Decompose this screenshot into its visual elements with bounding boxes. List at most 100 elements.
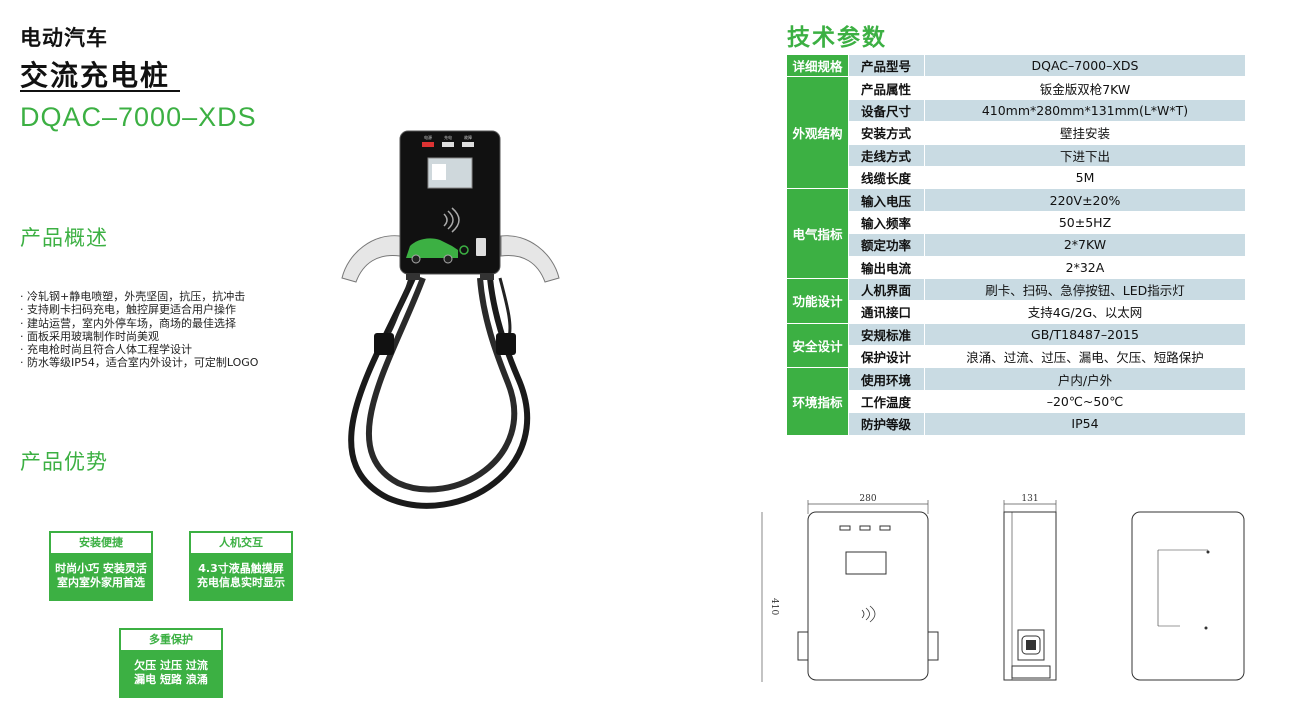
spec-value: 5M bbox=[924, 165, 1246, 190]
table-row: 安全设计 安规标准 GB/T18487–2015 bbox=[786, 322, 1246, 369]
advantage-line: 时尚小巧 安装灵活 bbox=[55, 562, 147, 575]
back-view-drawing bbox=[1131, 511, 1245, 681]
advantage-card-head: 安装便捷 bbox=[51, 533, 151, 553]
charging-gun-right bbox=[500, 235, 560, 283]
spec-value: –20℃~50℃ bbox=[924, 389, 1246, 414]
feature-item: 冷轧钢+静电喷塑，外壳坚固，抗压，抗冲击 bbox=[20, 290, 258, 303]
spec-label: 走线方式 bbox=[848, 143, 925, 167]
feature-item: 建站运营，室内外停车场，商场的最佳选择 bbox=[20, 317, 258, 330]
spec-heading: 技术参数 bbox=[787, 25, 887, 51]
table-row: 安装方式 壁挂安装 bbox=[787, 121, 1246, 145]
advantage-line: 欠压 过压 过流 bbox=[134, 659, 208, 672]
spec-label: 安装方式 bbox=[848, 121, 925, 145]
spec-label: 输入频率 bbox=[848, 210, 925, 235]
indicator-fault bbox=[462, 142, 474, 147]
spec-label: 工作温度 bbox=[848, 389, 925, 414]
qr-code-icon bbox=[432, 164, 446, 180]
spec-value: 2*32A bbox=[924, 255, 1246, 279]
table-row: 环境指标 使用环境 户内/户外 bbox=[786, 367, 1246, 436]
table-row: 额定功率 2*7KW bbox=[787, 233, 1246, 257]
spec-group: 外观结构 bbox=[786, 76, 849, 190]
product-title: 交流充电桩 bbox=[20, 59, 171, 92]
pump-icon bbox=[476, 238, 486, 256]
indicator-label: 故障 bbox=[464, 134, 472, 140]
charger-product-image: 电源 充电 故障 bbox=[341, 130, 560, 509]
dimension-drawings: 280 410 131 bbox=[761, 494, 1245, 682]
table-row: 通讯接口 支持4G/2G、以太网 bbox=[787, 300, 1246, 324]
table-row: 工作温度 –20℃~50℃ bbox=[787, 389, 1246, 414]
spec-value: 支持4G/2G、以太网 bbox=[924, 300, 1246, 324]
spec-label: 保护设计 bbox=[848, 345, 925, 369]
charger-body bbox=[399, 130, 501, 275]
spec-value: 户内/户外 bbox=[924, 367, 1246, 391]
table-row: 输出电流 2*32A bbox=[787, 255, 1246, 279]
table-row: 输入频率 50±5HZ bbox=[787, 210, 1246, 235]
advantage-card-head: 多重保护 bbox=[121, 630, 221, 650]
car-graphic-icon bbox=[406, 238, 458, 258]
spec-value: 刷卡、扫码、急停按钮、LED指示灯 bbox=[924, 277, 1246, 302]
advantage-card-body: 欠压 过压 过流 漏电 短路 浪涌 bbox=[121, 650, 221, 687]
table-row: 详细规格 产品型号 DQAC–7000–XDS bbox=[786, 53, 1246, 78]
spec-value: 50±5HZ bbox=[924, 210, 1246, 235]
feature-item: 面板采用玻璃制作时尚美观 bbox=[20, 330, 258, 343]
height-dimension: 410 bbox=[769, 598, 779, 615]
spec-value: 浪涌、过流、过压、漏电、欠压、短路保护 bbox=[924, 345, 1246, 369]
indicator-power bbox=[422, 142, 434, 147]
table-row: 走线方式 下进下出 bbox=[787, 143, 1246, 167]
spec-value: 钣金版双枪7KW bbox=[924, 76, 1246, 100]
charging-gun-left bbox=[341, 235, 401, 283]
spec-value: IP54 bbox=[924, 412, 1246, 436]
feature-item: 支持刷卡扫码充电，触控屏更适合用户操作 bbox=[20, 303, 258, 316]
spec-label: 通讯接口 bbox=[848, 300, 925, 324]
indicator-label: 充电 bbox=[444, 134, 452, 140]
advantage-card-protection: 多重保护 欠压 过压 过流 漏电 短路 浪涌 bbox=[119, 628, 223, 698]
spec-label: 额定功率 bbox=[848, 233, 925, 257]
spec-label: 产品属性 bbox=[848, 76, 925, 100]
spec-label: 输出电流 bbox=[848, 255, 925, 279]
product-model: DQAC–7000–XDS bbox=[20, 102, 257, 132]
feature-item: 充电枪时尚且符合人体工程学设计 bbox=[20, 343, 258, 356]
width-dimension: 280 bbox=[859, 494, 876, 504]
spec-label: 人机界面 bbox=[848, 277, 925, 302]
spec-group: 电气指标 bbox=[786, 188, 849, 279]
table-row: 功能设计 人机界面 刷卡、扫码、急停按钮、LED指示灯 bbox=[786, 277, 1246, 324]
feature-list: 冷轧钢+静电喷塑，外壳坚固，抗压，抗冲击 支持刷卡扫码充电，触控屏更适合用户操作… bbox=[20, 290, 258, 370]
eco-icon bbox=[459, 245, 469, 255]
spec-value: DQAC–7000–XDS bbox=[924, 53, 1246, 78]
category-kicker: 电动汽车 bbox=[20, 26, 108, 50]
nfc-icon bbox=[861, 605, 876, 623]
plug-cap-left bbox=[374, 333, 394, 355]
table-row: 电气指标 输入电压 220V±20% bbox=[786, 188, 1246, 279]
advantage-line: 漏电 短路 浪涌 bbox=[134, 673, 208, 686]
table-row: 线缆长度 5M bbox=[787, 165, 1246, 190]
spec-table: 详细规格 产品型号 DQAC–7000–XDS 外观结构 产品属性 钣金版双枪7… bbox=[786, 53, 1246, 436]
spec-label: 输入电压 bbox=[848, 188, 925, 212]
spec-label: 安规标准 bbox=[848, 322, 925, 347]
advantage-line: 室内室外家用首选 bbox=[57, 576, 145, 589]
nfc-icon bbox=[443, 207, 460, 233]
advantage-line: 充电信息实时显示 bbox=[197, 576, 285, 589]
spec-label: 使用环境 bbox=[848, 367, 925, 391]
advantages-heading: 产品优势 bbox=[20, 450, 108, 474]
advantage-card-head: 人机交互 bbox=[191, 533, 291, 553]
advantage-card-body: 4.3寸液晶触摸屏 充电信息实时显示 bbox=[191, 553, 291, 590]
advantage-card-hmi: 人机交互 4.3寸液晶触摸屏 充电信息实时显示 bbox=[189, 531, 293, 601]
table-row: 外观结构 产品属性 钣金版双枪7KW bbox=[786, 76, 1246, 190]
indicator-charge bbox=[442, 142, 454, 147]
front-view-drawing: 280 410 bbox=[761, 494, 939, 682]
spec-value: 2*7KW bbox=[924, 233, 1246, 257]
advantage-card-installation: 安装便捷 时尚小巧 安装灵活 室内室外家用首选 bbox=[49, 531, 153, 601]
spec-value: GB/T18487–2015 bbox=[924, 322, 1246, 347]
spec-label: 产品型号 bbox=[848, 53, 925, 78]
spec-value: 220V±20% bbox=[924, 188, 1246, 212]
spec-group: 功能设计 bbox=[786, 277, 849, 324]
spec-group: 环境指标 bbox=[786, 367, 849, 436]
advantage-line: 4.3寸液晶触摸屏 bbox=[198, 562, 284, 575]
title-underline bbox=[20, 90, 180, 92]
spec-group: 安全设计 bbox=[786, 322, 849, 369]
depth-dimension: 131 bbox=[1021, 494, 1038, 504]
side-view-drawing: 131 bbox=[1003, 494, 1057, 681]
spec-label: 线缆长度 bbox=[848, 165, 925, 190]
table-row: 保护设计 浪涌、过流、过压、漏电、欠压、短路保护 bbox=[787, 345, 1246, 369]
plug-cap-right bbox=[496, 333, 516, 355]
